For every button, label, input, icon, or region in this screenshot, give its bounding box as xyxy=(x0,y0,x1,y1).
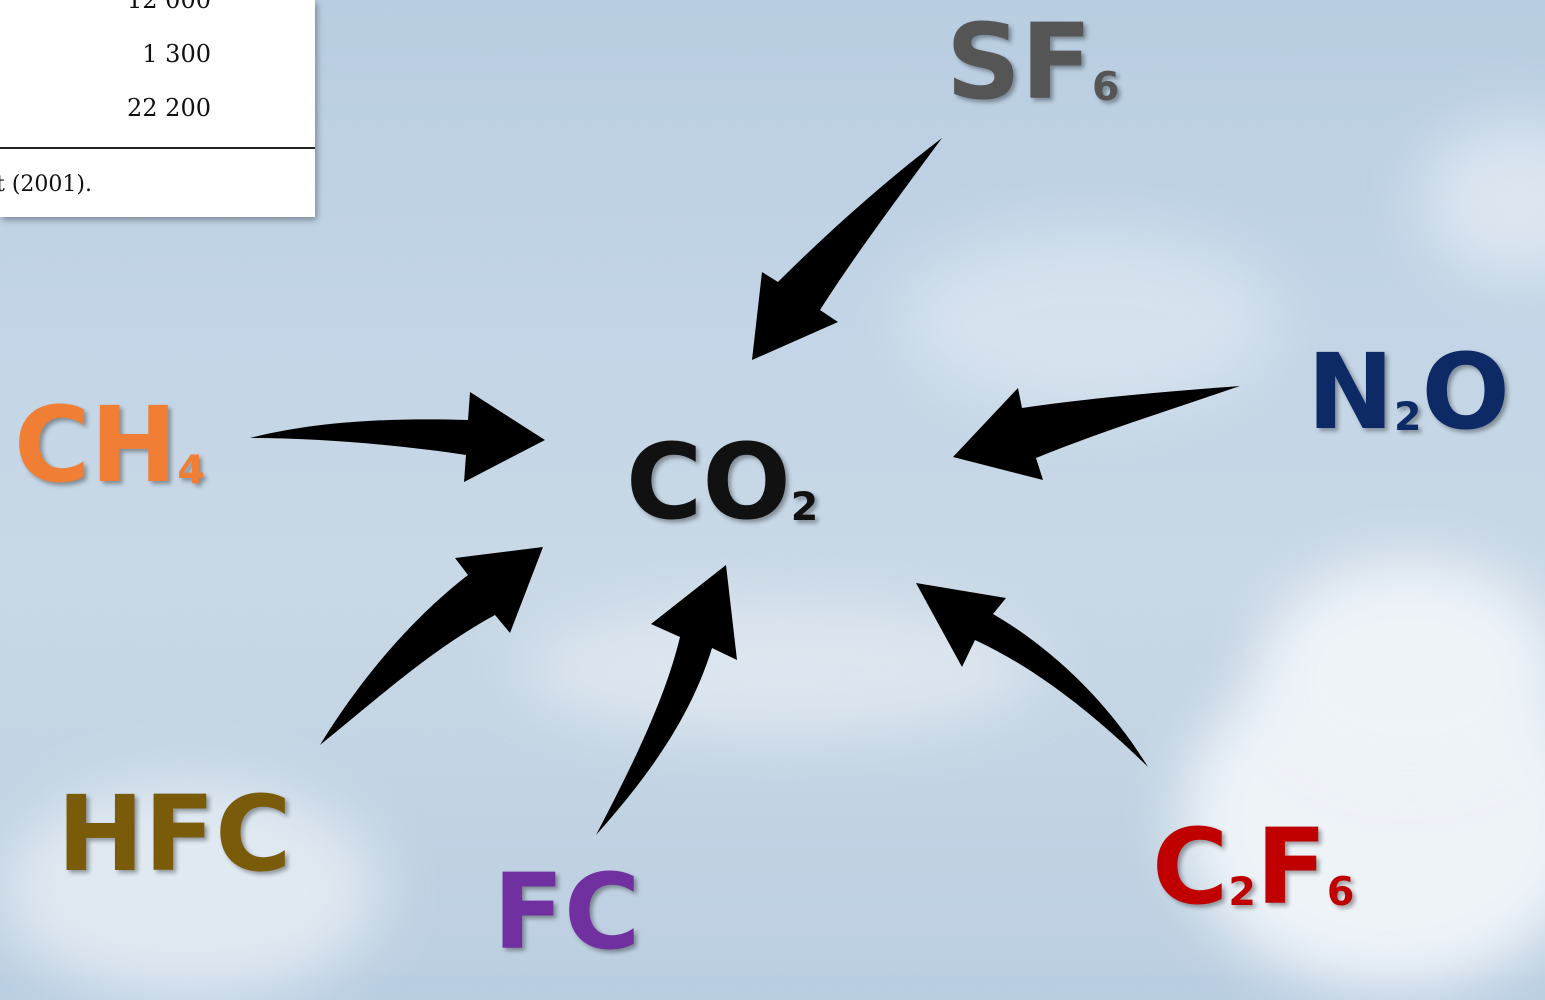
gas-formula-subscript: 6 xyxy=(1091,63,1120,110)
center-co2: CO2 xyxy=(626,430,818,534)
table-value: 1 300 xyxy=(142,40,211,68)
gas-sf6: SF6 xyxy=(946,10,1119,114)
gas-formula-base: F xyxy=(1255,806,1327,928)
gas-formula-base: O xyxy=(1421,331,1510,453)
gas-hfc: HFC xyxy=(57,782,291,886)
arrow-sf6-to-co2 xyxy=(752,138,942,360)
gas-formula-subscript: 2 xyxy=(1228,868,1256,915)
center-base: CO xyxy=(626,421,791,543)
table-source-note: t (2001). xyxy=(0,172,92,197)
gas-n2o: N2O xyxy=(1307,340,1510,444)
cloud xyxy=(0,780,380,1000)
cloud xyxy=(1260,560,1545,780)
arrow-c2f6-to-co2 xyxy=(916,583,1148,767)
cloud xyxy=(900,230,1280,410)
gas-formula-base: C xyxy=(1152,806,1229,928)
table-rule xyxy=(0,147,315,149)
gas-formula-subscript: 2 xyxy=(1394,393,1422,440)
gas-formula-base: FC xyxy=(493,851,641,973)
table-value: 12 000 xyxy=(127,0,211,14)
arrows-layer xyxy=(250,138,1240,835)
arrow-fc-to-co2 xyxy=(596,565,737,835)
table-fragment: 12 000 1 300 22 200 t (2001). xyxy=(0,0,315,217)
gas-c2f6: C2F6 xyxy=(1152,815,1354,919)
gas-ch4: CH4 xyxy=(14,393,205,497)
gas-formula-base: CH xyxy=(14,384,178,506)
gas-formula-base: SF xyxy=(946,1,1092,123)
arrow-hfc-to-co2 xyxy=(320,547,543,745)
arrow-n2o-to-co2 xyxy=(953,386,1240,480)
gas-fc: FC xyxy=(493,860,640,964)
gas-formula-subscript: 6 xyxy=(1326,868,1355,915)
arrow-ch4-to-co2 xyxy=(250,392,545,482)
gas-formula-subscript: 4 xyxy=(177,446,205,493)
table-value: 22 200 xyxy=(127,94,211,122)
gas-formula-base: HFC xyxy=(57,773,292,895)
gas-formula-base: N xyxy=(1307,331,1395,453)
center-subscript: 2 xyxy=(790,483,819,530)
